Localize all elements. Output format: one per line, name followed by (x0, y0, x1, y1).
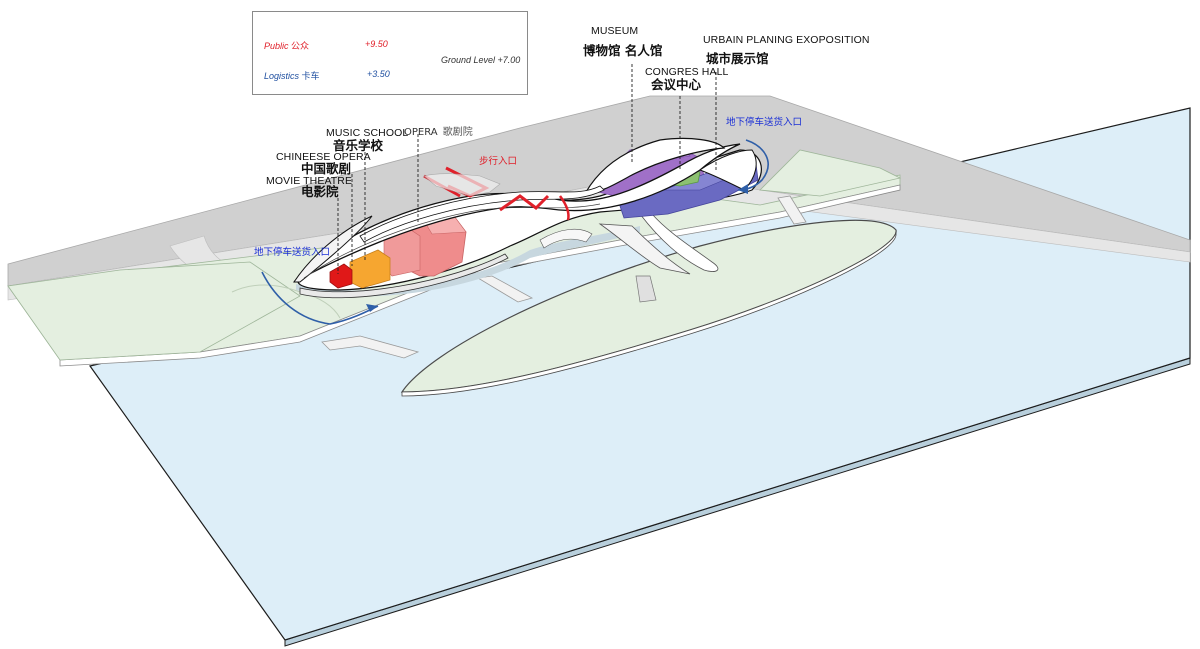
legend-logistics-level: +3.50 (367, 69, 390, 79)
riverbank-front-edge (59, 184, 901, 367)
music-school-label-en: MUSIC SCHOOL (326, 127, 409, 139)
legend-logistics-cn: 卡车 (301, 72, 320, 82)
movie-theatre-label-cn: 电影院 (301, 184, 339, 199)
ribbon-roof-west-tip (293, 215, 373, 283)
movie-theatre-label-en: MOVIE THEATRE (266, 175, 353, 187)
opera-label-cn: 歌剧院 (442, 127, 473, 138)
legend-public-label: Public 公众 (264, 39, 309, 52)
logistics-route-west (261, 271, 379, 325)
legend-ground-level: Ground Level +7.00 (441, 55, 521, 65)
urban-exposition-label-cn: 城市展示馆 (706, 51, 769, 66)
movie-theatre-volume (329, 263, 353, 289)
legend-public-en: Public (264, 41, 289, 51)
congres-hall-label-en: CONGRES HALL (645, 66, 729, 78)
east-park (759, 149, 902, 197)
bridge-east (777, 195, 807, 225)
bridge-west (321, 335, 420, 359)
public-route-4 (558, 195, 570, 221)
opera-label: OPERA 歌剧院 (404, 121, 473, 139)
logistics-arrow-east (738, 184, 748, 194)
bridge-middle (476, 275, 534, 303)
building-shadow (296, 226, 640, 297)
legend-public-cn: 公众 (291, 42, 310, 52)
leader-lines (337, 64, 717, 274)
congres-hall-label-cn: 会议中心 (651, 77, 702, 92)
museum-label-cn: 博物馆 名人馆 (583, 43, 663, 58)
grand-stair (598, 223, 691, 275)
pedestrian-plaza (423, 173, 501, 197)
stair-curve-right (639, 213, 719, 272)
parking-entry-east-label: 地下停车送货入口 (726, 117, 803, 128)
chinese-opera-label-cn: 中国歌剧 (301, 161, 352, 176)
podium-lower-edge (299, 253, 509, 299)
urban-exposition-label-en: URBAIN PLANING EXOPOSITION (703, 34, 870, 46)
ribbon-east-sweep (698, 149, 757, 191)
chinese-opera-label-en: CHINEESE OPERA (276, 151, 371, 163)
pedestrian-entry-label: 步行入口 (479, 156, 518, 167)
legend-public-level: +9.50 (365, 39, 388, 49)
west-park (7, 261, 301, 361)
island-edge (401, 229, 897, 397)
ribbon-roof-east-loop (585, 137, 726, 193)
parking-entry-west-label: 地下停车送货入口 (254, 247, 331, 258)
legend: Public 公众 +9.50 Ground Level +7.00 Logis… (252, 11, 528, 95)
museum-label-en: MUSEUM (591, 25, 639, 37)
legend-logistics-label: Logistics 卡车 (264, 69, 320, 82)
logistics-arrow-west (366, 304, 378, 312)
stair-balcony (539, 228, 593, 249)
music-school-label-cn: 音乐学校 (333, 138, 384, 153)
stair-pier (635, 275, 657, 303)
ribbon-upper-band (359, 185, 605, 243)
opera-label-en: OPERA (404, 127, 438, 138)
legend-logistics-en: Logistics (264, 71, 300, 81)
ribbon-inner-line (303, 203, 601, 279)
public-route-3 (499, 194, 550, 212)
